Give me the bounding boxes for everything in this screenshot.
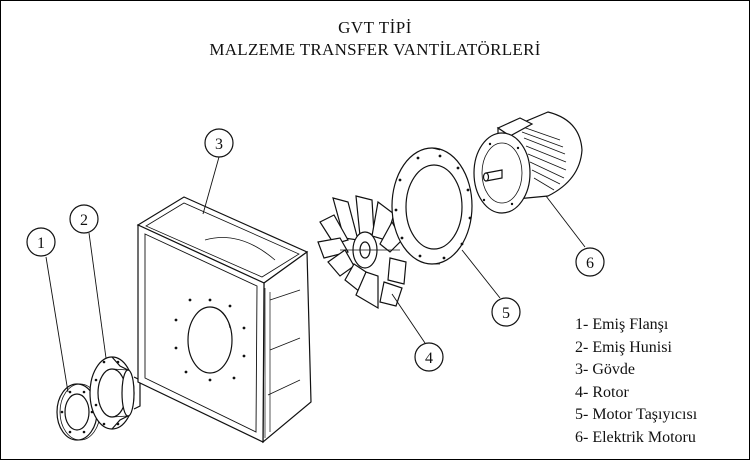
callout-3: 3 <box>204 128 234 158</box>
callout-2: 2 <box>69 204 99 234</box>
callout-5-label: 5 <box>502 305 510 322</box>
title-line-1: GVT TİPİ <box>338 18 412 37</box>
housing-part <box>136 196 312 444</box>
legend-item-6: 6- Elektrik Motoru <box>575 428 696 446</box>
callout-5: 5 <box>491 297 521 327</box>
callout-1: 1 <box>26 227 56 257</box>
callout-2-label: 2 <box>80 212 88 229</box>
callout-4-label: 4 <box>425 350 433 367</box>
rotor-part <box>317 195 407 310</box>
legend-item-3: 3- Gövde <box>575 361 635 378</box>
legend-item-4: 4- Rotor <box>575 383 629 401</box>
motor-support-part <box>391 147 473 265</box>
title-line-2: MALZEME TRANSFER VANTİLATÖRLERİ <box>209 40 541 59</box>
callout-1-label: 1 <box>37 235 45 252</box>
legend-item-5: 5- Motor Taşıyıcısı <box>575 406 698 423</box>
suction-cone-part <box>89 356 141 430</box>
callout-4: 4 <box>414 342 444 372</box>
parts-legend: 1- Emiş Flanşı 2- Emiş Hunisi 3- Gövde 4… <box>575 314 697 449</box>
callout-3-label: 3 <box>215 136 223 153</box>
leader-lines <box>45 156 586 393</box>
electric-motor-part <box>473 111 583 214</box>
callout-6-label: 6 <box>586 255 594 272</box>
callout-6: 6 <box>575 247 605 277</box>
suction-flange-part <box>56 383 101 441</box>
legend-item-2: 2- Emiş Hunisi <box>575 338 672 356</box>
legend-item-1: 1- Emiş Flanşı <box>575 316 669 333</box>
